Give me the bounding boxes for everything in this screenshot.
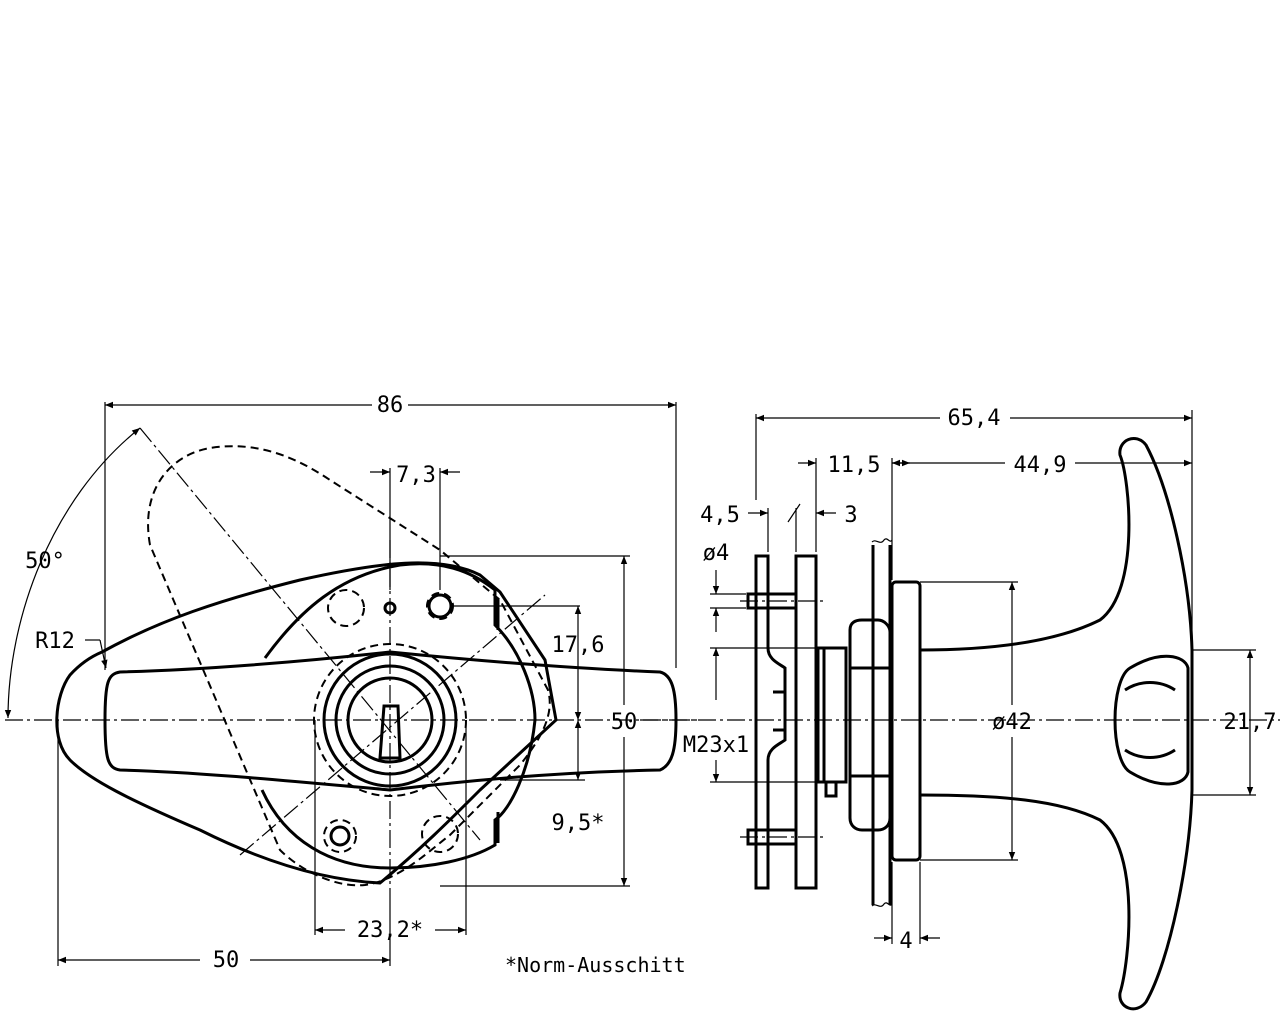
dim-flange-diameter-label: ø42 (992, 710, 1032, 735)
front-view: 86 50° R12 7,3 17,6 9,5* (4, 393, 700, 977)
panel-wall (871, 538, 893, 907)
dim-plate-thickness: 4,5 (700, 503, 769, 552)
dim-flange-diameter: ø42 (920, 581, 1032, 861)
dim-handle-length: 44,9 (892, 453, 1192, 478)
dim-bracket-thickness-label: 3 (844, 503, 857, 528)
dim-center-distance-label: 50 (213, 948, 240, 973)
mounting-hole-bottom-left (323, 819, 357, 853)
mounting-hole-top-left (327, 589, 365, 627)
dim-handle-height: 21,7 (1192, 649, 1277, 796)
dim-plate-thickness-label: 4,5 (700, 503, 740, 528)
cylinder-ring-outer (322, 652, 458, 788)
diagonal-center-line-a (139, 427, 481, 841)
norm-cutout-note: *Norm-Ausschitt (505, 953, 686, 977)
pin-hole (383, 601, 397, 615)
bracket-plate (754, 554, 787, 890)
dim-hole-diameter-label: ø4 (703, 541, 730, 566)
dim-side-offset-label: 11,5 (828, 453, 881, 478)
mounting-plate (794, 554, 818, 890)
mounting-hole-top-right (426, 592, 454, 620)
dim-key-offset-label: 7,3 (396, 463, 436, 488)
dim-radius: R12 (35, 629, 108, 669)
bolt-tip (824, 780, 838, 798)
dim-panel-thickness: 4 (874, 862, 940, 954)
dim-radius-label: R12 (35, 629, 75, 654)
dim-upper-offset-label: 17,6 (552, 633, 605, 658)
dim-lower-offset: 9,5* (500, 720, 604, 836)
handle-grip (1113, 654, 1190, 786)
dim-upper-offset: 17,6 (450, 605, 605, 720)
dim-thread-label: M23x1 (683, 733, 749, 758)
dim-side-offset: 11,5 (798, 453, 910, 580)
flange (890, 580, 922, 862)
threaded-bolt (816, 646, 848, 784)
dim-height: 50 (440, 555, 638, 887)
dim-hole-diameter: ø4 (703, 541, 746, 632)
side-view: 65,4 11,5 44,9 4,5 3 (640, 406, 1280, 1011)
dim-key-offset: 7,3 (370, 463, 460, 590)
cylinder-core (346, 676, 434, 764)
dim-angle-label: 50° (25, 549, 65, 574)
t-handle (919, 437, 1194, 1011)
dim-height-label: 50 (611, 710, 638, 735)
dim-side-total: 65,4 (755, 406, 1193, 648)
cam-lever (773, 690, 787, 732)
handle-wing (103, 650, 678, 792)
dim-angle: 50° (4, 427, 141, 719)
dim-handle-height-label: 21,7 (1224, 710, 1277, 735)
keyhole (378, 704, 402, 760)
hex-nut (848, 618, 892, 832)
dim-center-distance: 50 (57, 720, 391, 973)
diagonal-center-line-b (239, 594, 546, 856)
cylinder-ring (334, 664, 446, 776)
dim-handle-length-label: 44,9 (1014, 453, 1067, 478)
dim-bracket-thickness: 3 (787, 503, 858, 552)
dim-side-total-label: 65,4 (948, 406, 1001, 431)
dim-lower-offset-label: 9,5* (552, 811, 605, 836)
dim-overall-width-label: 86 (377, 393, 404, 418)
rotated-handle-outline (147, 445, 551, 887)
dim-thread: M23x1 (683, 647, 816, 783)
dim-panel-thickness-label: 4 (899, 929, 912, 954)
mounting-hole-bottom-right (421, 815, 459, 853)
